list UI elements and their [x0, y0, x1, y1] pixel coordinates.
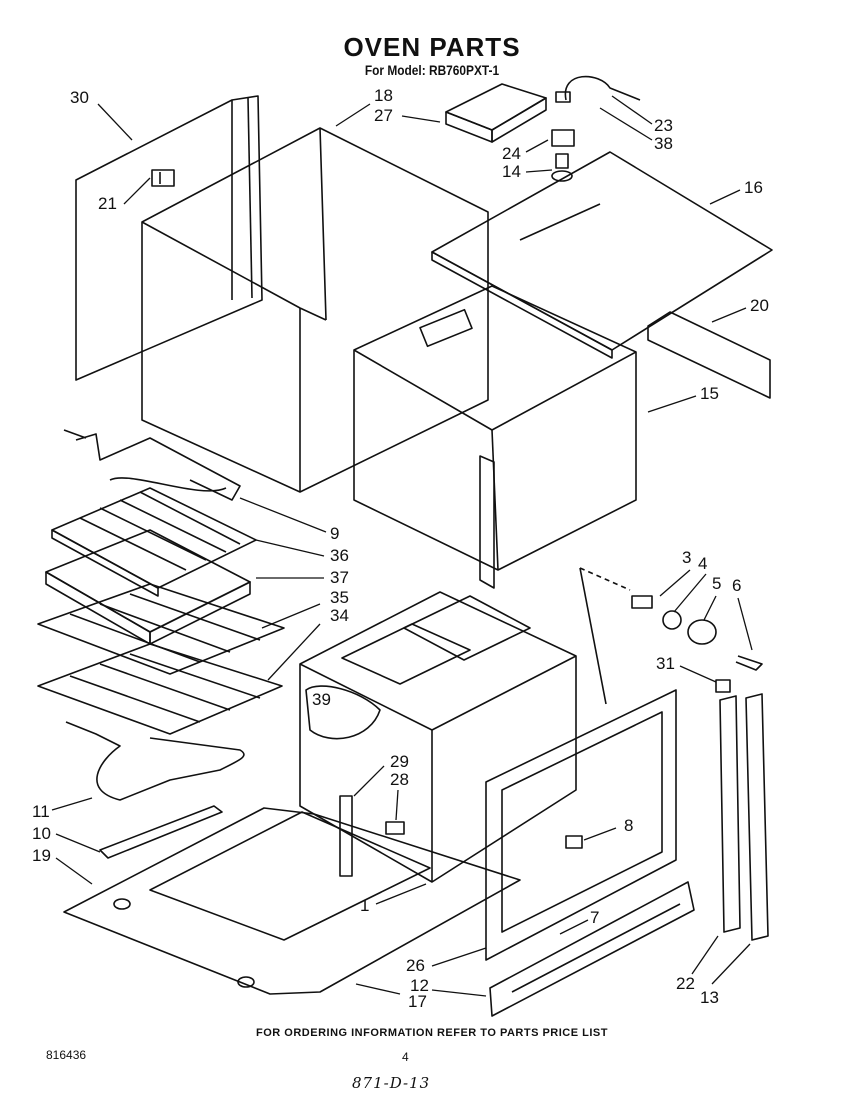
callout-9: 9 [330, 524, 340, 543]
callout-6: 6 [732, 576, 742, 595]
oven-rack-part-35 [37, 583, 285, 675]
bracket-part-10 [99, 805, 223, 859]
door-switch-part-8 [565, 835, 583, 849]
lamp-cover-part-5 [687, 619, 717, 645]
callout-37: 37 [330, 568, 349, 587]
socket-part-24 [551, 129, 575, 147]
ordering-note: FOR ORDERING INFORMATION REFER TO PARTS … [256, 1027, 608, 1039]
callout-5: 5 [712, 574, 722, 593]
callout-28: 28 [390, 770, 409, 789]
broiler-pan-part-37 [45, 529, 251, 645]
callout-7: 7 [590, 908, 600, 927]
bracket-part-21 [151, 169, 175, 187]
retainer-part-6 [735, 655, 763, 671]
rail-part-20 [647, 311, 771, 399]
callout-38: 38 [654, 134, 673, 153]
vent-trim-part-12 [489, 881, 695, 1017]
rear-panel-part-30 [75, 95, 263, 381]
callout-19: 19 [32, 846, 51, 865]
broiler-grid-part-36 [51, 487, 257, 597]
page-number: 4 [402, 1050, 409, 1064]
cabinet-part-18 [141, 127, 489, 493]
callout-20: 20 [750, 296, 769, 315]
callout-11: 11 [32, 802, 50, 821]
side-trim-part-22 [719, 695, 741, 933]
side-trim-part-13 [745, 693, 769, 941]
oven-cavity-part-1 [299, 591, 577, 883]
callout-17: 17 [408, 992, 427, 1011]
callout-1: 1 [360, 896, 370, 915]
bulb-part-4 [662, 610, 682, 630]
control-box-part-27 [445, 83, 547, 143]
callout-34: 34 [330, 606, 349, 625]
callout-8: 8 [624, 816, 634, 835]
callout-36: 36 [330, 546, 349, 565]
wire-part-23 [555, 75, 641, 103]
hinge-part-29 [339, 795, 353, 877]
callout-22: 22 [676, 974, 695, 993]
document-number: 816436 [46, 1048, 87, 1062]
lamp-socket-part-3 [631, 595, 653, 609]
callout-21: 21 [98, 194, 117, 213]
callout-16: 16 [744, 178, 763, 197]
callout-18: 18 [374, 86, 393, 105]
callout-27: 27 [374, 106, 393, 125]
callout-10: 10 [32, 824, 51, 843]
door-frame [485, 689, 677, 961]
callout-31: 31 [656, 654, 675, 673]
callout-29: 29 [390, 752, 409, 771]
page-title: OVEN PARTS [343, 32, 521, 62]
callout-13: 13 [700, 988, 719, 1007]
model-subtitle: For Model: RB760PXT-1 [364, 62, 500, 78]
callout-4: 4 [698, 554, 708, 573]
callout-14: 14 [502, 162, 521, 181]
insulation-box-part-15 [353, 285, 637, 589]
callout-30: 30 [70, 88, 89, 107]
callout-35: 35 [330, 588, 349, 607]
broil-element-part-9 [63, 429, 241, 501]
oven-rack-part-34 [37, 643, 283, 735]
clip-part-31 [715, 679, 731, 693]
callout-15: 15 [700, 384, 719, 403]
callout-12: 12 [410, 976, 429, 995]
hinge-part-28 [385, 821, 405, 835]
callout-39: 39 [312, 690, 331, 709]
callout-24: 24 [502, 144, 521, 163]
top-plate-part-16 [431, 151, 773, 359]
bake-element-part-11 [65, 721, 245, 801]
bottom-plate-part-19 [63, 807, 521, 995]
callout-3: 3 [682, 548, 692, 567]
bulb-part-14 [551, 153, 573, 182]
handwritten-code: 871-D-13 [352, 1074, 431, 1092]
callout-26: 26 [406, 956, 425, 975]
callout-23: 23 [654, 116, 673, 135]
